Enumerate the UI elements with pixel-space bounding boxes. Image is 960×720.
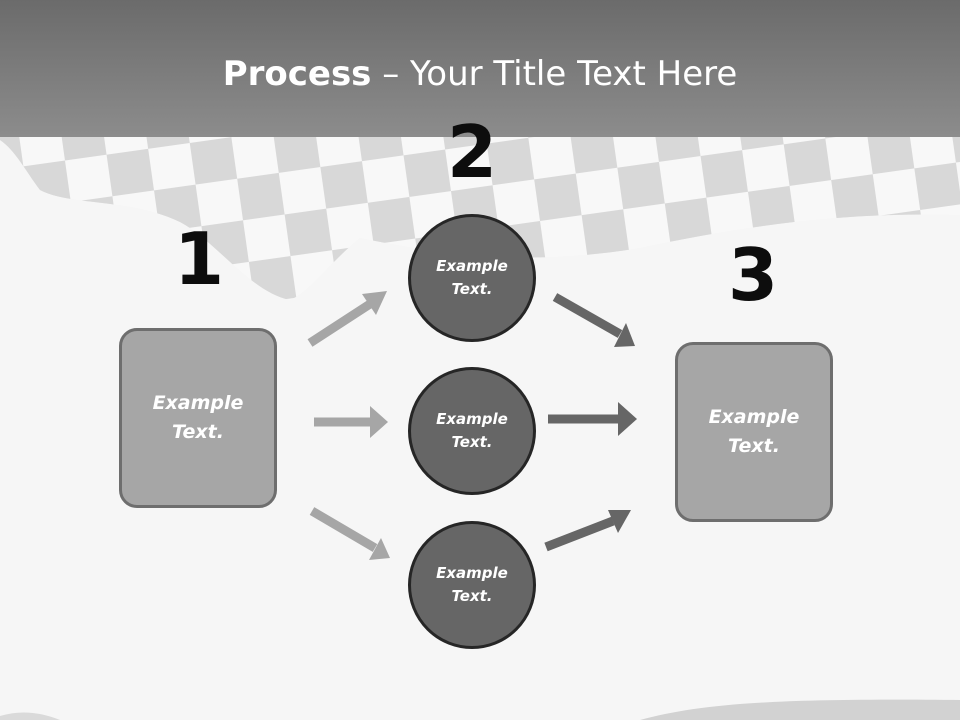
arrow-top-to-step3 [552,293,635,347]
step-2-circle-top: Example Text. [408,214,536,342]
step-number-3: 3 [727,233,779,317]
step-1-label: Example Text. [152,392,244,443]
arrow-bottom-to-step3 [544,510,631,552]
arrow-step1-to-top [307,291,387,347]
arrow-step1-to-bottom [309,507,390,560]
title-bold-part: Process [222,54,372,94]
checkered-flag-graphic [0,120,960,300]
title-rest-part: – Your Title Text Here [371,54,738,94]
arrow-step1-to-middle [314,406,388,438]
slide-title: Process – Your Title Text Here [0,52,960,96]
circle-bottom-label: Example Text. [436,564,508,605]
header-bar [0,0,960,137]
step-number-2: 2 [446,110,498,194]
step-2-circle-bottom: Example Text. [408,521,536,649]
step-number-1: 1 [173,217,225,301]
step-3-label: Example Text. [708,406,800,457]
step-3-box: Example Text. [675,342,833,522]
checkered-flag-bottom-graphic [0,699,960,720]
step-1-box: Example Text. [119,328,277,508]
circle-top-label: Example Text. [436,257,508,298]
circle-middle-label: Example Text. [436,410,508,451]
step-2-circle-middle: Example Text. [408,367,536,495]
arrow-middle-to-step3 [548,402,637,436]
